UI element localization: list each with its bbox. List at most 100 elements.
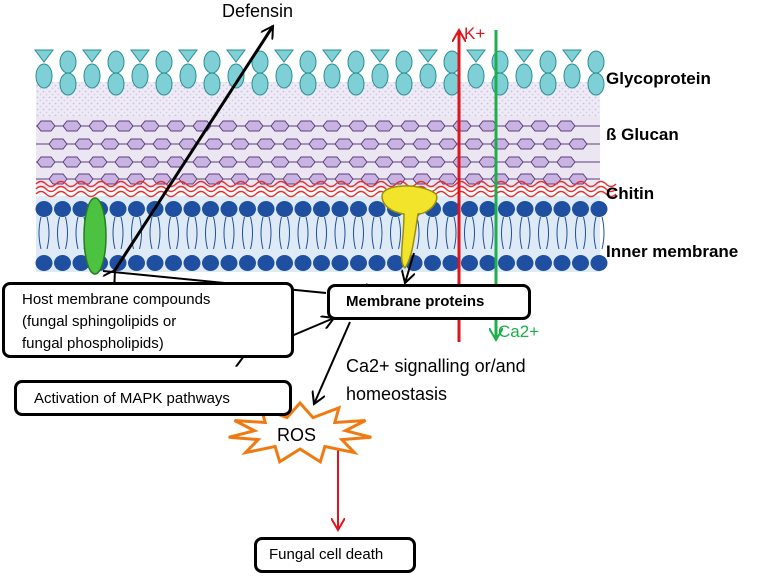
lipid-head	[368, 255, 386, 271]
lipid-head	[498, 201, 515, 217]
glycoprotein-triangle	[562, 49, 582, 63]
lipid-head	[257, 201, 275, 217]
glucan-hexagon	[256, 173, 276, 185]
glucan-hexagon	[386, 173, 406, 185]
glycoprotein-triangle	[82, 49, 102, 63]
lipid-head	[331, 201, 349, 217]
lipid-tail	[575, 216, 578, 250]
glycoprotein-oval	[59, 50, 77, 74]
lipid-head	[183, 255, 201, 271]
chitin-label: Chitin	[606, 184, 654, 203]
ros-label: ROS	[277, 425, 316, 445]
ca-signalling-label-line2: homeostasis	[346, 384, 447, 404]
glucan-hexagon	[334, 138, 354, 150]
glucan-hexagon	[296, 120, 316, 132]
lipid-tail	[472, 216, 475, 250]
lipid-head	[424, 255, 441, 271]
lipid-head	[183, 201, 201, 217]
lipid-tail	[601, 216, 605, 250]
glucan-hexagon	[230, 173, 250, 185]
lipid-head	[516, 201, 534, 217]
glucan-hexagon	[360, 138, 380, 150]
glycoprotein-oval	[299, 72, 317, 96]
glucan-hexagon	[244, 156, 264, 168]
cell-death-box: Fungal cell death	[254, 537, 416, 573]
ca-signalling-label-line1: Ca2+ signalling or/and	[346, 356, 526, 376]
glycoprotein-triangle	[514, 49, 534, 63]
glycoprotein-oval	[515, 63, 533, 89]
lipid-head	[72, 255, 90, 271]
lipid-head	[442, 201, 460, 217]
lipid-head	[72, 201, 90, 217]
lipid-tail	[564, 216, 568, 250]
yellow-protein-arrow	[405, 252, 414, 283]
ca-plus-label: Ca2+	[498, 322, 539, 341]
proteins-to-ros-arrow	[314, 321, 351, 404]
lipid-head	[461, 255, 478, 271]
lipid-head	[276, 201, 293, 217]
glucan-hexagon	[270, 120, 290, 132]
lipid-head	[276, 255, 293, 271]
glycoprotein-oval	[179, 63, 197, 89]
lipid-head	[202, 201, 219, 217]
glucan-hexagon	[204, 138, 224, 150]
glucan-hexagon	[412, 173, 432, 185]
lipid-head	[516, 255, 534, 271]
lipid-tail	[379, 216, 383, 250]
lipid-head	[590, 255, 608, 271]
lipid-tail	[334, 216, 338, 250]
glycoprotein-oval	[491, 72, 509, 96]
glucan-hexagon	[426, 156, 446, 168]
glucan-hexagon	[152, 138, 172, 150]
glucan-hexagon	[322, 120, 342, 132]
glucan-hexagon	[218, 156, 238, 168]
glycoprotein-oval	[419, 63, 437, 89]
glucan-hexagon	[166, 120, 186, 132]
glucan-hexagon	[62, 156, 82, 168]
glycoprotein-oval	[107, 50, 125, 74]
glycoprotein-oval	[203, 72, 221, 96]
glucan-hexagon	[504, 120, 524, 132]
lipid-head	[202, 255, 219, 271]
glycoprotein-oval	[35, 63, 53, 89]
lipid-head	[479, 201, 497, 217]
lipid-tail	[46, 216, 50, 250]
lipid-head	[109, 201, 127, 217]
glucan-hexagon	[438, 138, 458, 150]
glycoprotein-layer	[34, 49, 605, 96]
defensin-label: Defensin	[222, 1, 293, 21]
lipid-tail	[324, 216, 327, 250]
lipid-tail	[527, 216, 531, 250]
lipid-head	[313, 255, 330, 271]
glucan-hexagon	[516, 138, 536, 150]
glycoprotein-triangle	[322, 49, 342, 63]
glucan-hexagon	[412, 138, 432, 150]
glycoprotein-oval	[539, 72, 557, 96]
glucan-hexagon	[48, 138, 68, 150]
lipid-tail	[593, 216, 597, 250]
glycoprotein-oval	[155, 50, 173, 74]
lipid-tail	[361, 216, 364, 250]
mapk-box: Activation of MAPK pathways	[14, 380, 292, 416]
lipid-tail	[546, 216, 549, 250]
lipid-head	[553, 201, 571, 217]
lipid-tail	[435, 216, 438, 250]
lipid-head	[54, 201, 71, 217]
ros-burst	[228, 400, 372, 465]
lipid-head	[442, 255, 460, 271]
lipid-head	[128, 201, 145, 217]
glucan-hexagon	[438, 173, 458, 185]
glucan-hexagon	[490, 173, 510, 185]
glycoprotein-triangle	[178, 49, 198, 63]
cell-death-text: Fungal cell death	[269, 546, 384, 563]
lipid-head	[479, 255, 497, 271]
lipid-head	[535, 255, 552, 271]
lipid-tail	[538, 216, 541, 250]
lipid-head	[220, 201, 238, 217]
lipid-head	[387, 255, 404, 271]
glycoprotein-oval	[83, 63, 101, 89]
glycoprotein-oval	[563, 63, 581, 89]
lipid-head	[257, 255, 275, 271]
glycoprotein-oval	[275, 63, 293, 89]
lipid-head	[294, 201, 312, 217]
